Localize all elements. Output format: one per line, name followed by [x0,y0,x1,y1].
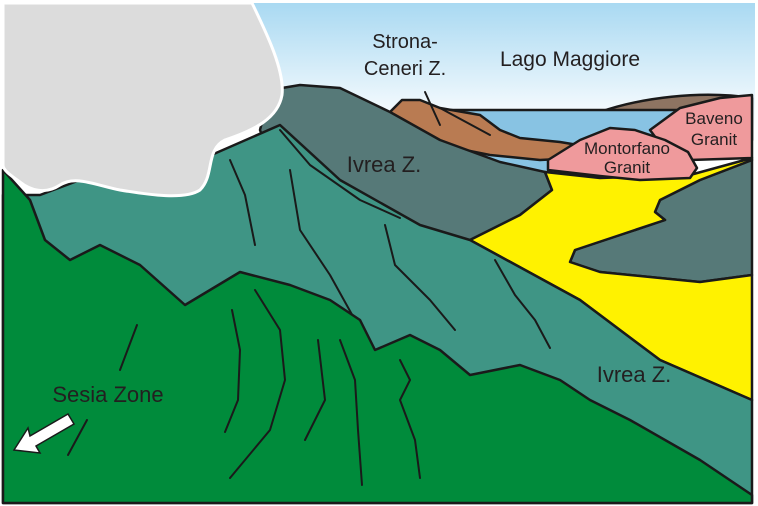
direction-arrow-icon [12,412,76,454]
label-montorfano-1: Montorfano [584,139,670,158]
label-baveno-1: Baveno [685,109,743,128]
sesia-fault-lines [67,289,421,486]
label-ivrea-lower: Ivrea Z. [597,362,672,387]
label-strona-2: Ceneri Z. [364,58,446,80]
label-sesia-zone: Sesia Zone [52,382,163,407]
label-strona-1: Strona- [372,31,438,53]
fault-lines [229,129,551,349]
glacier [1,1,284,198]
sesia-zone [1,168,754,505]
montorfano-granite [546,126,699,182]
label-baveno-2: Granit [691,130,738,149]
label-lago-maggiore: Lago Maggiore [500,48,640,71]
label-ivrea-upper: Ivrea Z. [347,152,422,177]
label-montorfano-2: Granit [604,158,651,177]
